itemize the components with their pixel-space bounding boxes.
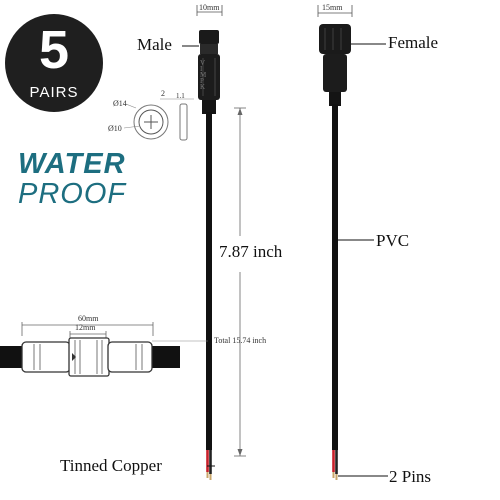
male-width-dimension xyxy=(196,5,223,16)
pairs-label: PAIRS xyxy=(29,84,79,101)
male-wire-ends xyxy=(206,450,212,480)
inner-diameter-label: Ø10 xyxy=(108,124,122,133)
female-cable xyxy=(332,104,338,450)
female-width-dimension xyxy=(317,5,353,17)
pvc-label: PVC xyxy=(376,231,410,250)
assembled-connector xyxy=(0,322,208,377)
overall-length-label: 60mm xyxy=(78,314,99,323)
male-cable xyxy=(206,112,212,450)
total-length-label: Total 15.74 inch xyxy=(214,336,267,345)
male-label: Male xyxy=(137,35,172,54)
pins-label: 2 Pins xyxy=(389,467,432,486)
side-label: 1.1 xyxy=(176,92,185,100)
pairs-count: 5 xyxy=(38,20,70,80)
tinned-copper-label: Tinned Copper xyxy=(60,456,162,475)
pairs-badge xyxy=(5,14,103,112)
male-width-label: 10mm xyxy=(199,3,220,12)
female-width-label: 15mm xyxy=(322,3,343,12)
length-dimension xyxy=(234,107,246,457)
waterproof-line-1: WATER xyxy=(18,148,126,180)
length-label: 7.87 inch xyxy=(219,242,283,261)
thickness-label: 2 xyxy=(161,89,165,98)
female-label: Female xyxy=(388,33,439,52)
brand-mark: VIMPK xyxy=(200,59,207,91)
center-width-label: 12mm xyxy=(75,323,96,332)
waterproof-line-2: PROOF xyxy=(18,178,127,210)
cross-section-diagram xyxy=(123,98,194,141)
outer-diameter-label: Ø14 xyxy=(113,99,127,108)
female-wire-ends xyxy=(332,450,338,480)
male-connector xyxy=(198,30,220,114)
female-connector xyxy=(319,24,351,106)
